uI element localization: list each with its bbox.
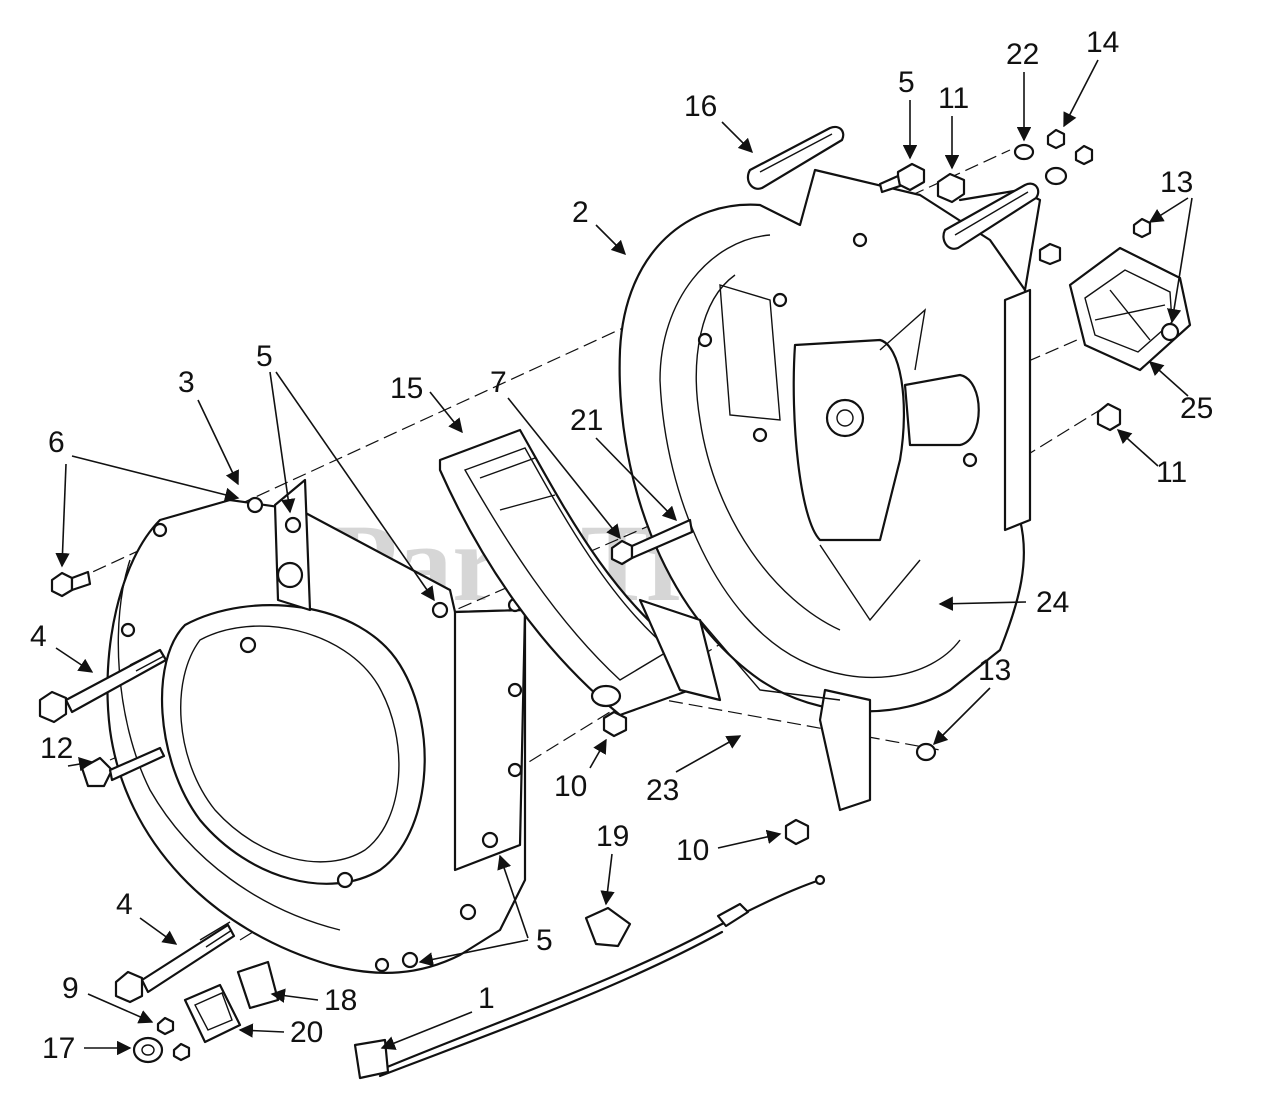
callout-13-top: 13 — [1160, 166, 1193, 199]
leader-25 — [1148, 361, 1189, 397]
leader-13-top-a — [1148, 197, 1189, 223]
leader-10-right — [717, 829, 782, 849]
screw-6 — [50, 570, 92, 598]
callout-7: 7 — [490, 366, 507, 399]
callout-4-lower: 4 — [116, 888, 133, 921]
leader-1 — [380, 1011, 473, 1050]
leader-11-right — [1116, 429, 1159, 467]
leader-12 — [67, 757, 94, 772]
leader-6-b — [55, 463, 70, 568]
callout-24: 24 — [1036, 586, 1069, 619]
callout-6: 6 — [48, 426, 65, 459]
leader-13-top-b — [1166, 197, 1193, 324]
bolt-4-lower — [114, 921, 236, 1004]
leader-3 — [197, 399, 239, 486]
leader-5-left-a — [269, 371, 296, 514]
leader-10-left — [589, 738, 607, 769]
nut-11-right — [1096, 402, 1122, 432]
callouts: 1 2 3 4 4 5 5 5 6 7 9 10 10 11 11 1 — [30, 26, 1213, 1065]
grommet-17 — [132, 1036, 164, 1064]
bolt-5-top — [878, 162, 926, 194]
leader-18 — [270, 988, 319, 1003]
callout-15: 15 — [390, 372, 423, 405]
leader-7 — [507, 397, 621, 540]
blower-housing-rear — [618, 168, 1042, 812]
callout-21: 21 — [570, 404, 603, 437]
callout-3: 3 — [178, 366, 195, 399]
callout-4-upper: 4 — [30, 620, 47, 653]
leader-5-lower-a — [497, 854, 529, 939]
leader-2 — [595, 224, 627, 256]
clip-19 — [584, 906, 632, 948]
callout-16: 16 — [684, 90, 717, 123]
leader-13-lower — [932, 687, 991, 746]
leader-9 — [87, 993, 154, 1024]
callout-17: 17 — [42, 1032, 75, 1065]
callout-25: 25 — [1180, 392, 1213, 425]
switch-housing-20 — [183, 983, 242, 1044]
callout-10-left: 10 — [554, 770, 587, 803]
leader-19 — [600, 853, 615, 906]
washer-22 — [1013, 143, 1068, 186]
nut-13-top — [1038, 217, 1180, 342]
nut-13-lower — [915, 742, 937, 762]
leader-5-lower-b — [418, 939, 529, 967]
callout-11-top: 11 — [938, 82, 969, 115]
leader-4-lower — [139, 917, 178, 945]
callout-5-left: 5 — [256, 340, 273, 373]
callout-14: 14 — [1086, 26, 1119, 59]
screw-7 — [610, 518, 694, 566]
bolt-4-upper — [38, 648, 168, 724]
callout-2: 2 — [572, 196, 589, 229]
leader-4-upper — [55, 647, 94, 673]
leader-23 — [675, 735, 742, 773]
callout-11-right: 11 — [1156, 456, 1187, 489]
leader-20 — [238, 1023, 285, 1038]
callout-22: 22 — [1006, 38, 1039, 71]
switch-18 — [236, 960, 280, 1010]
callout-9: 9 — [62, 972, 79, 1005]
callout-1: 1 — [478, 982, 495, 1015]
callout-13-lower: 13 — [978, 654, 1011, 687]
callout-19: 19 — [596, 820, 629, 853]
bracket-23 — [638, 598, 722, 702]
nut-11-top — [936, 172, 966, 204]
nut-9 — [156, 1016, 191, 1062]
callout-10-right: 10 — [676, 834, 709, 867]
callout-12: 12 — [40, 732, 73, 765]
shroud-front — [106, 478, 527, 974]
bolt-10-right — [784, 818, 810, 846]
leader-24 — [938, 596, 1027, 611]
callout-5-lower: 5 — [536, 924, 553, 957]
leader-15 — [429, 391, 463, 434]
callout-23: 23 — [646, 774, 679, 807]
leader-21 — [595, 437, 678, 522]
cover-plate-25 — [1068, 246, 1192, 372]
alignment-line-bottom — [609, 689, 941, 751]
callout-5-top: 5 — [898, 66, 915, 99]
wire-harness-1 — [353, 874, 826, 1080]
rubber-strip-16 — [746, 125, 845, 190]
callout-20: 20 — [290, 1016, 323, 1049]
nut-14 — [1046, 128, 1094, 166]
leader-14 — [1063, 59, 1099, 128]
rubber-strip-upper-right — [942, 182, 1040, 250]
callout-18: 18 — [324, 984, 357, 1017]
leader-5-left-b — [275, 371, 435, 602]
leader-16 — [721, 121, 754, 154]
bolt-10-left — [602, 710, 628, 738]
leader-6-a — [71, 455, 240, 502]
